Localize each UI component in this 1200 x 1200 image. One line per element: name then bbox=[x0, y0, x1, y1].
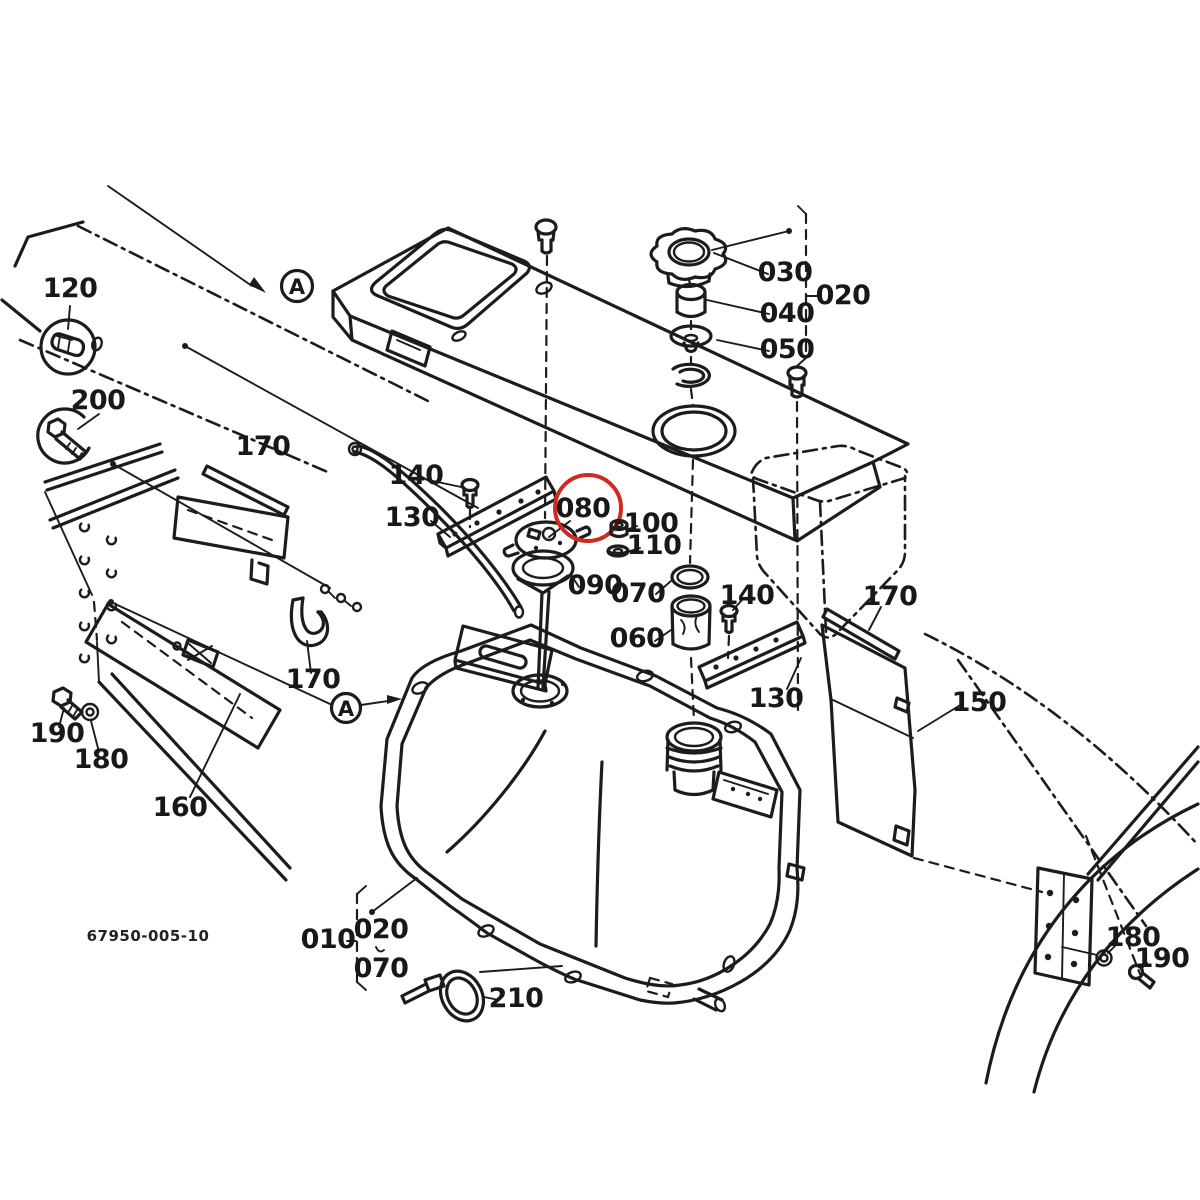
callout-170-b: 170 bbox=[863, 581, 918, 612]
plate-150 bbox=[820, 623, 1044, 894]
callout-010: 010 bbox=[301, 924, 356, 955]
callout-160: 160 bbox=[153, 792, 208, 823]
bolt-140-left bbox=[460, 477, 480, 529]
callout-150: 150 bbox=[952, 687, 1007, 718]
bracket-plate-160 bbox=[84, 464, 290, 798]
callout-200: 200 bbox=[71, 385, 126, 416]
callout-080-highlighted: 080 bbox=[556, 493, 611, 524]
cover-bolt-top bbox=[534, 218, 558, 520]
washer-110 bbox=[606, 544, 641, 558]
callout-190-b: 190 bbox=[1135, 943, 1190, 974]
callout-050: 050 bbox=[760, 334, 815, 365]
bolt-190-right bbox=[1127, 962, 1156, 990]
callout-140-a: 140 bbox=[389, 460, 444, 491]
section-marker-a-bottom: A bbox=[329, 691, 402, 725]
callout-labels: 120 200 170 140 130 080 100 110 090 070 … bbox=[30, 257, 1190, 1014]
strap-130-left bbox=[430, 475, 558, 558]
pad-170-right bbox=[821, 606, 901, 661]
section-marker-a-top: A bbox=[107, 185, 315, 304]
cap-group-bracket-020 bbox=[687, 205, 819, 408]
callout-180-b: 180 bbox=[1106, 922, 1161, 953]
callout-130-b: 130 bbox=[749, 683, 804, 714]
callout-090: 090 bbox=[568, 570, 623, 601]
cap-cup-040 bbox=[675, 282, 707, 319]
drawing-number: 67950-005-10 bbox=[87, 927, 210, 945]
fuel-pipe bbox=[319, 441, 525, 619]
hood-outline bbox=[0, 220, 432, 475]
callout-190-a: 190 bbox=[30, 718, 85, 749]
washer-180-right bbox=[1061, 942, 1119, 967]
hose-170 bbox=[289, 596, 330, 674]
callout-020-b: 020 bbox=[354, 914, 409, 945]
strap-130-right bbox=[697, 620, 807, 690]
gasket-bracket-010 bbox=[346, 877, 418, 991]
panel-cover bbox=[331, 226, 910, 543]
seal-ring-050 bbox=[671, 362, 711, 388]
callout-180-a: 180 bbox=[74, 744, 129, 775]
callout-130-a: 130 bbox=[385, 502, 440, 533]
fuel-cap-030 bbox=[649, 227, 728, 289]
fuel-tank bbox=[379, 623, 806, 1013]
callout-100: 100 bbox=[624, 508, 679, 539]
callout-210: 210 bbox=[489, 983, 544, 1014]
callout-070-a: 070 bbox=[611, 578, 666, 609]
grommet-100 bbox=[609, 518, 638, 539]
gasket-070 bbox=[655, 458, 710, 595]
callout-040: 040 bbox=[760, 298, 815, 329]
callout-110: 110 bbox=[627, 530, 682, 561]
callout-120: 120 bbox=[43, 273, 98, 304]
marker-a-top-label: A bbox=[289, 275, 306, 299]
callout-140-b: 140 bbox=[720, 580, 775, 611]
reference-leaders bbox=[108, 343, 479, 705]
bolt-190-left bbox=[51, 686, 100, 753]
callout-170-c: 170 bbox=[286, 664, 341, 695]
marker-a-bottom-label: A bbox=[338, 697, 355, 721]
callout-030: 030 bbox=[758, 257, 813, 288]
callout-060: 060 bbox=[610, 623, 665, 654]
grommet-200 bbox=[36, 407, 100, 465]
hose-clamp-210 bbox=[400, 965, 563, 1023]
fender bbox=[923, 632, 1200, 1094]
callout-170-a: 170 bbox=[236, 431, 291, 462]
bolt-140-right bbox=[719, 599, 743, 660]
callout-070-b: 070 bbox=[354, 953, 409, 984]
grommet-120 bbox=[39, 305, 103, 376]
callout-020-a: 020 bbox=[816, 280, 871, 311]
sender-unit-080 bbox=[502, 520, 592, 690]
highlight-circle-080 bbox=[553, 473, 623, 543]
